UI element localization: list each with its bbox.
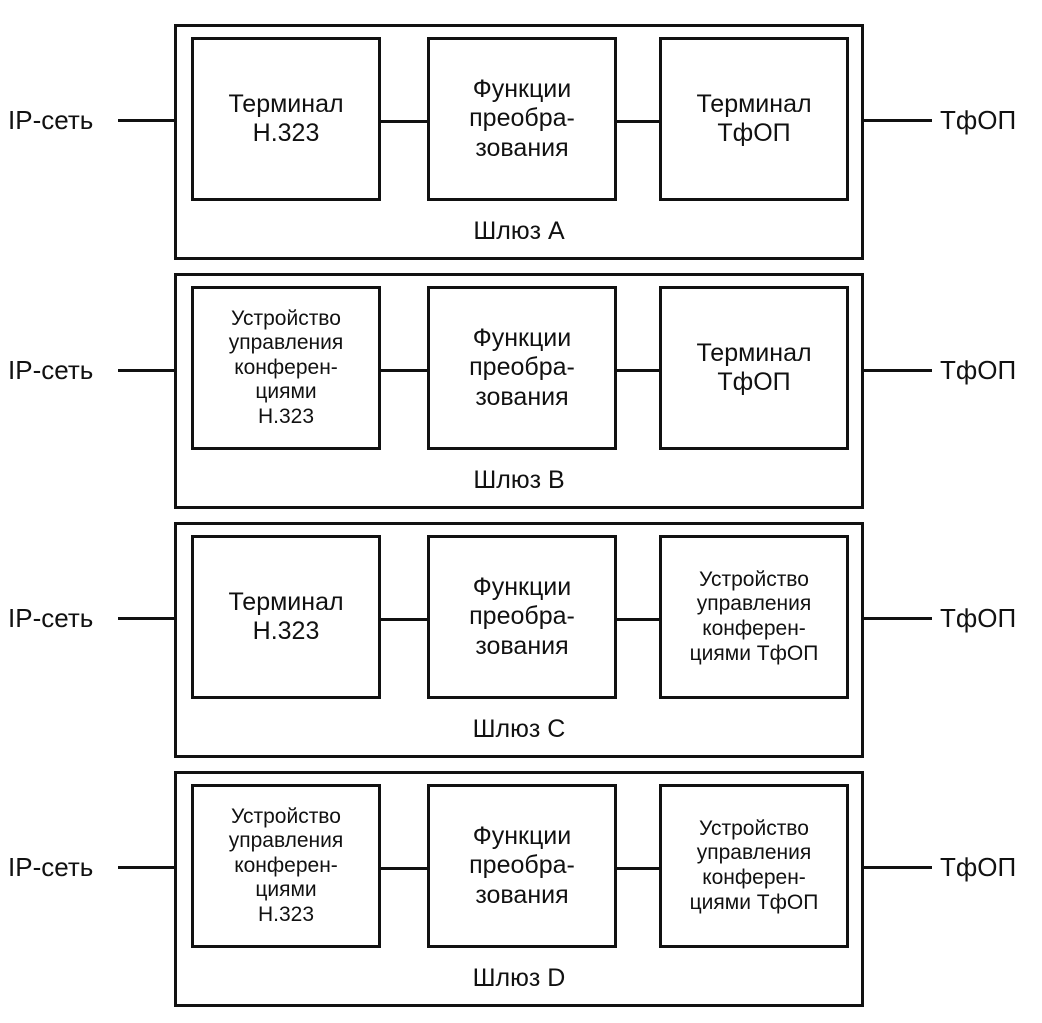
gateway-name: Шлюз C (472, 715, 566, 743)
ip-network-label: IP-сеть (8, 105, 94, 135)
ip-network-label: IP-сеть (8, 355, 94, 385)
conversion-functions-block: Функции преобра- зования (427, 37, 617, 201)
conversion-functions-block: Функции преобра- зования (427, 535, 617, 699)
h323-terminal-block: Терминал H.323 (191, 535, 381, 699)
pstn-label: ТфОП (940, 355, 1017, 385)
h323-terminal-block: Терминал H.323 (191, 37, 381, 201)
pstn-conference-controller-block: Устройство управления конферен- циями Тф… (659, 784, 849, 948)
ip-network-label: IP-сеть (8, 603, 94, 633)
pstn-connector-line (864, 119, 932, 122)
gateway-name: Шлюз A (473, 217, 565, 245)
internal-connector-line (381, 120, 427, 123)
pstn-conference-controller-block: Устройство управления конферен- циями Тф… (659, 535, 849, 699)
gateway-a-frame: Терминал H.323 Функции преобра- зования … (174, 24, 864, 260)
gateway-d-frame: Устройство управления конферен- циями H.… (174, 771, 864, 1007)
internal-connector-line (617, 120, 659, 123)
gateway-b-frame: Устройство управления конферен- циями H.… (174, 273, 864, 509)
ip-connector-line (118, 617, 174, 620)
pstn-terminal-block: Терминал ТфОП (659, 286, 849, 450)
pstn-label: ТфОП (940, 603, 1017, 633)
pstn-connector-line (864, 866, 932, 869)
ip-network-label: IP-сеть (8, 852, 94, 882)
internal-connector-line (617, 369, 659, 372)
internal-connector-line (381, 867, 427, 870)
gateway-c-frame: Терминал H.323 Функции преобра- зования … (174, 522, 864, 758)
gateway-name: Шлюз B (473, 466, 565, 494)
h323-conference-controller-block: Устройство управления конферен- циями H.… (191, 286, 381, 450)
internal-connector-line (617, 867, 659, 870)
h323-conference-controller-block: Устройство управления конферен- циями H.… (191, 784, 381, 948)
ip-connector-line (118, 866, 174, 869)
pstn-label: ТфОП (940, 105, 1017, 135)
internal-connector-line (617, 618, 659, 621)
conversion-functions-block: Функции преобра- зования (427, 286, 617, 450)
ip-connector-line (118, 119, 174, 122)
gateway-name: Шлюз D (472, 964, 566, 992)
pstn-connector-line (864, 617, 932, 620)
conversion-functions-block: Функции преобра- зования (427, 784, 617, 948)
ip-connector-line (118, 369, 174, 372)
pstn-terminal-block: Терминал ТфОП (659, 37, 849, 201)
pstn-connector-line (864, 369, 932, 372)
internal-connector-line (381, 369, 427, 372)
pstn-label: ТфОП (940, 852, 1017, 882)
internal-connector-line (381, 618, 427, 621)
